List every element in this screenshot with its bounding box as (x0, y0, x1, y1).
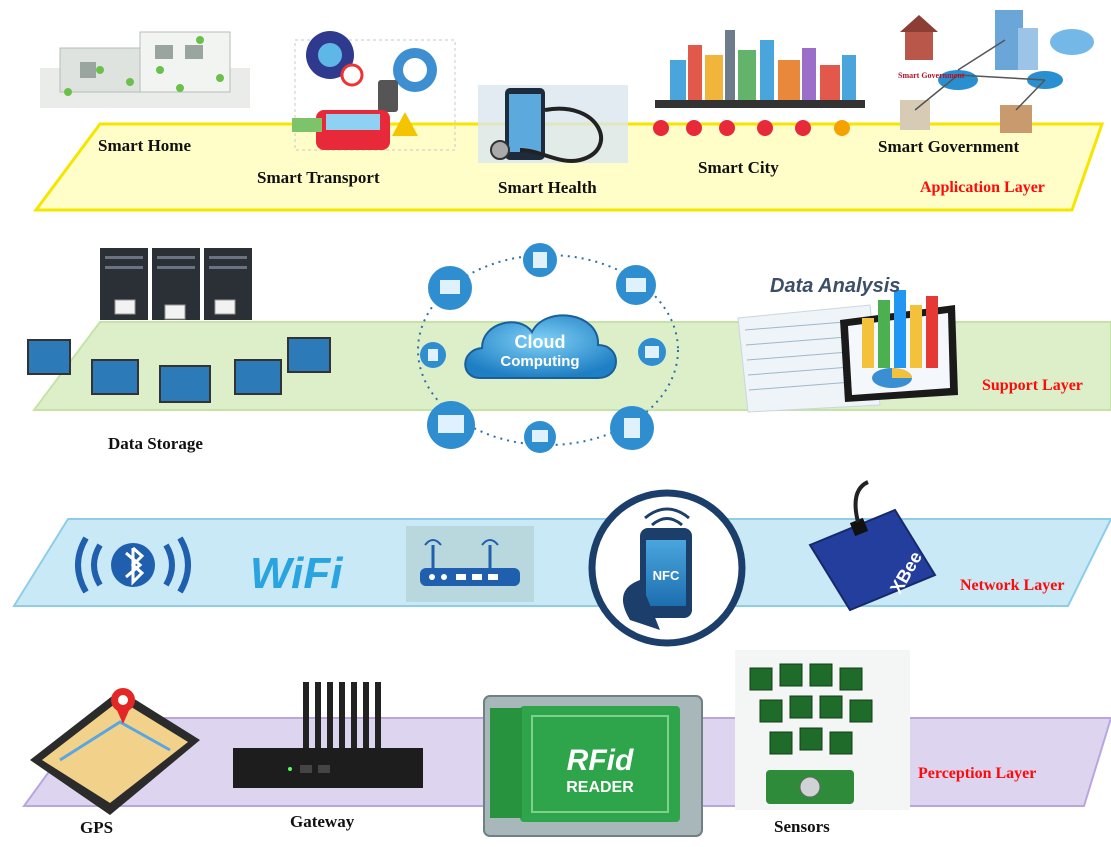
label-smart-government: Smart Government (878, 137, 1020, 156)
label-gps: GPS (80, 818, 114, 837)
xbee-module-illustration: XBee (808, 480, 937, 612)
smart-home-illustration (40, 31, 250, 108)
label-sensors: Sensors (774, 817, 830, 836)
label-support-layer: Support Layer (982, 377, 1083, 394)
bluetooth-icon (75, 536, 191, 594)
smart-city-illustration (653, 30, 865, 136)
label-smart-health: Smart Health (498, 178, 597, 197)
label-gateway: Gateway (290, 812, 355, 831)
rfid-label-line1: RFid (567, 744, 634, 777)
smart-government-illustration: Smart Government (898, 10, 1094, 133)
nfc-icon: NFC (588, 489, 746, 647)
wifi-logo: WiFi (250, 549, 343, 598)
data-storage-illustration (27, 248, 331, 403)
label-application-layer: Application Layer (920, 179, 1045, 196)
smart-transport-illustration (292, 31, 456, 151)
data-analysis-title: Data Analysis (770, 275, 900, 297)
sensors-illustration (735, 650, 910, 810)
label-smart-city: Smart City (698, 158, 779, 177)
label-data-storage: Data Storage (108, 434, 203, 453)
smart-government-mini-label: Smart Government (898, 71, 965, 80)
nfc-label: NFC (653, 568, 680, 583)
network-layer-band (12, 518, 1111, 607)
label-smart-home: Smart Home (98, 136, 192, 155)
gps-phone-illustration (30, 688, 200, 815)
rfid-label-line2: READER (566, 779, 634, 796)
cloud-label-line2: Computing (500, 353, 579, 370)
rfid-reader-illustration: RFid READER (483, 695, 703, 837)
label-network-layer: Network Layer (960, 577, 1065, 594)
gateway-device-illustration (233, 682, 423, 788)
label-perception-layer: Perception Layer (918, 765, 1037, 782)
cloud-label-line1: Cloud (515, 332, 566, 352)
router-icon (406, 526, 534, 602)
smart-health-illustration (478, 85, 628, 163)
cloud-computing-illustration: Cloud Computing (417, 243, 679, 453)
label-smart-transport: Smart Transport (257, 168, 380, 187)
data-analysis-illustration (737, 290, 958, 413)
